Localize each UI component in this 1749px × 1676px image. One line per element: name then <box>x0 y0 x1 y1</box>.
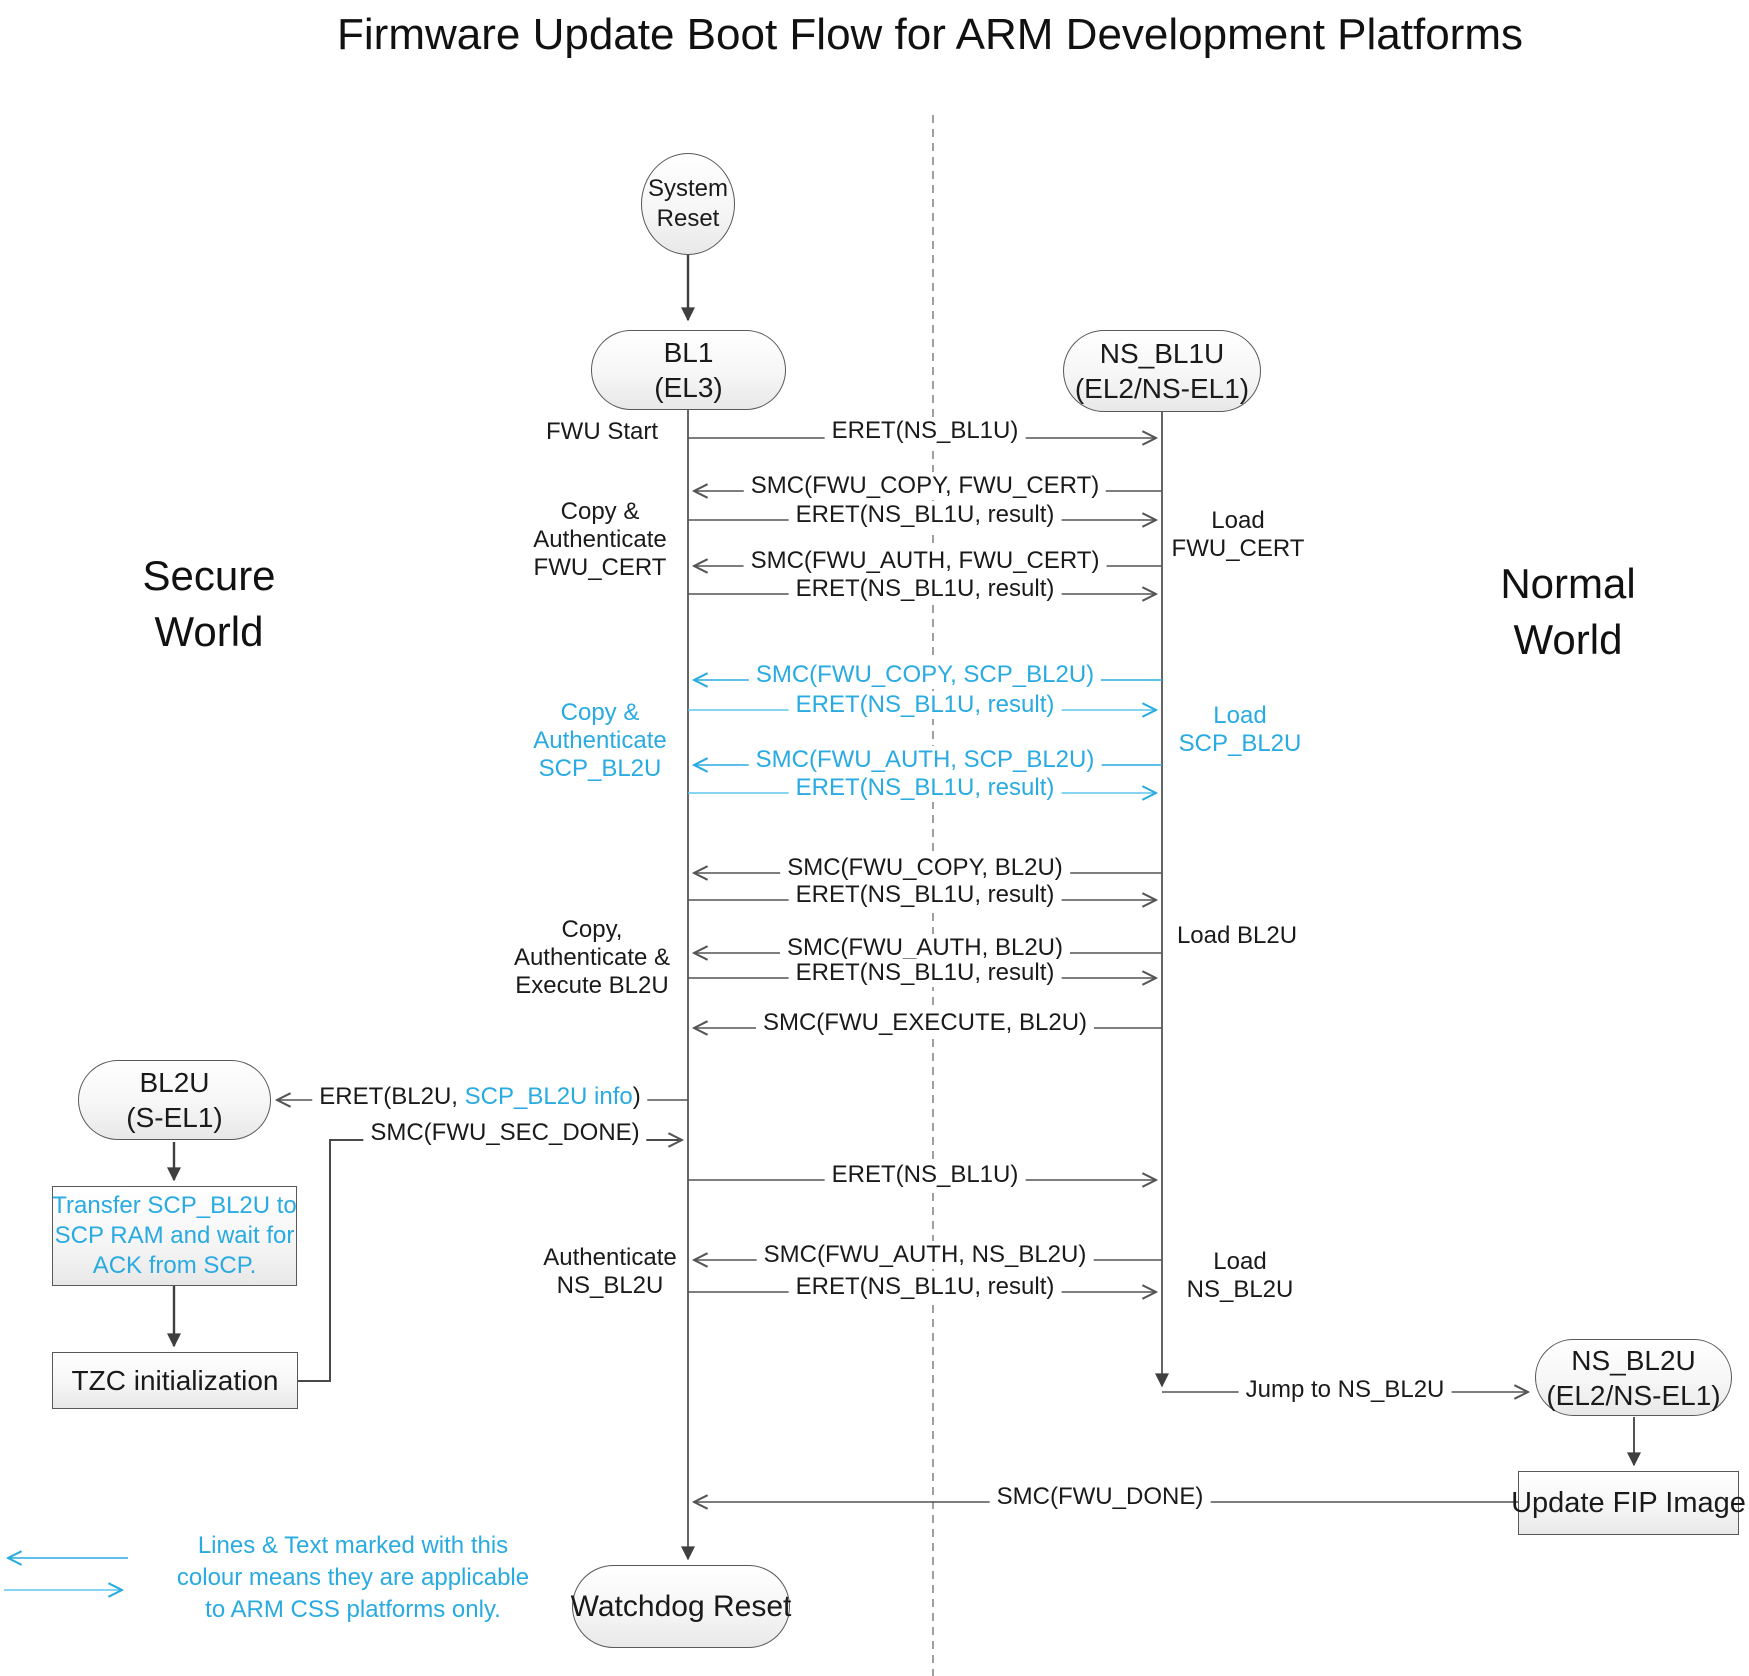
side-label-copy-auth-scp-bl2u: Copy & Authenticate SCP_BL2U <box>533 699 667 782</box>
msg-smc-fwu-sec-done: SMC(FWU_SEC_DONE) <box>363 1119 647 1147</box>
msg-eret-ns-bl1u: ERET(NS_BL1U) <box>824 417 1026 445</box>
msg-smc-fwu-auth-bl2u: SMC(FWU_AUTH, BL2U) <box>779 934 1071 962</box>
side-label-load-fwu-cert: Load FWU_CERT <box>1171 507 1305 562</box>
msg-eret-result-1: ERET(NS_BL1U, result) <box>788 501 1062 529</box>
node-watchdog-reset: Watchdog Reset <box>571 1565 791 1648</box>
msg-jump-to-ns-bl2u: Jump to NS_BL2U <box>1238 1376 1452 1404</box>
node-update-fip-image: Update FIP Image <box>1511 1471 1746 1535</box>
msg-eret-result-2: ERET(NS_BL1U, result) <box>788 575 1062 603</box>
node-ns-bl2u: NS_BL2U (EL2/NS-EL1) <box>1535 1339 1732 1416</box>
node-system-reset: System Reset <box>641 153 735 255</box>
msg-smc-fwu-done: SMC(FWU_DONE) <box>989 1483 1211 1511</box>
msg-smc-fwu-execute-bl2u: SMC(FWU_EXECUTE, BL2U) <box>755 1009 1095 1037</box>
side-label-auth-ns-bl2u: Authenticate NS_BL2U <box>543 1244 677 1299</box>
side-label-load-bl2u: Load BL2U <box>1176 922 1298 949</box>
msg-smc-fwu-auth-fwu-cert: SMC(FWU_AUTH, FWU_CERT) <box>743 547 1107 575</box>
side-label-copy-auth-exec-bl2u: Copy, Authenticate & Execute BL2U <box>513 916 671 999</box>
legend-text: Lines & Text marked with this colour mea… <box>176 1532 530 1623</box>
msg-eret-bl2u-scp-info: ERET(BL2U, SCP_BL2U info) <box>312 1083 648 1111</box>
msg-eret-ns-bl1u-2: ERET(NS_BL1U) <box>824 1161 1026 1189</box>
msg-smc-fwu-auth-ns-bl2u: SMC(FWU_AUTH, NS_BL2U) <box>756 1241 1094 1269</box>
side-label-load-scp-bl2u: Load SCP_BL2U <box>1178 702 1302 757</box>
msg-smc-fwu-copy-bl2u: SMC(FWU_COPY, BL2U) <box>780 854 1070 882</box>
normal-world-label: Normal World <box>1500 560 1636 663</box>
msg-eret-result-scp-2: ERET(NS_BL1U, result) <box>788 774 1062 802</box>
node-ns-bl1u: NS_BL1U (EL2/NS-EL1) <box>1063 330 1261 412</box>
msg-eret-result-3: ERET(NS_BL1U, result) <box>788 881 1062 909</box>
secure-world-label: Secure World <box>142 552 276 655</box>
side-label-load-ns-bl2u: Load NS_BL2U <box>1186 1248 1294 1303</box>
node-bl2u: BL2U (S-EL1) <box>78 1060 271 1140</box>
msg-smc-fwu-copy-scp-bl2u: SMC(FWU_COPY, SCP_BL2U) <box>748 661 1102 689</box>
msg-smc-fwu-auth-scp-bl2u: SMC(FWU_AUTH, SCP_BL2U) <box>748 746 1102 774</box>
msg-eret-result-5: ERET(NS_BL1U, result) <box>788 1273 1062 1301</box>
node-transfer-scp-bl2u: Transfer SCP_BL2U to SCP RAM and wait fo… <box>52 1186 297 1286</box>
msg-eret-result-scp-1: ERET(NS_BL1U, result) <box>788 691 1062 719</box>
node-tzc-initialization: TZC initialization <box>52 1352 298 1409</box>
side-label-fwu-start: FWU Start <box>546 418 658 445</box>
diagram-title: Firmware Update Boot Flow for ARM Develo… <box>337 10 1523 59</box>
node-bl1: BL1 (EL3) <box>591 330 786 410</box>
msg-eret-result-4: ERET(NS_BL1U, result) <box>788 959 1062 987</box>
msg-smc-fwu-copy-fwu-cert: SMC(FWU_COPY, FWU_CERT) <box>743 472 1107 500</box>
side-label-copy-auth-fwu-cert: Copy & Authenticate FWU_CERT <box>533 498 667 581</box>
